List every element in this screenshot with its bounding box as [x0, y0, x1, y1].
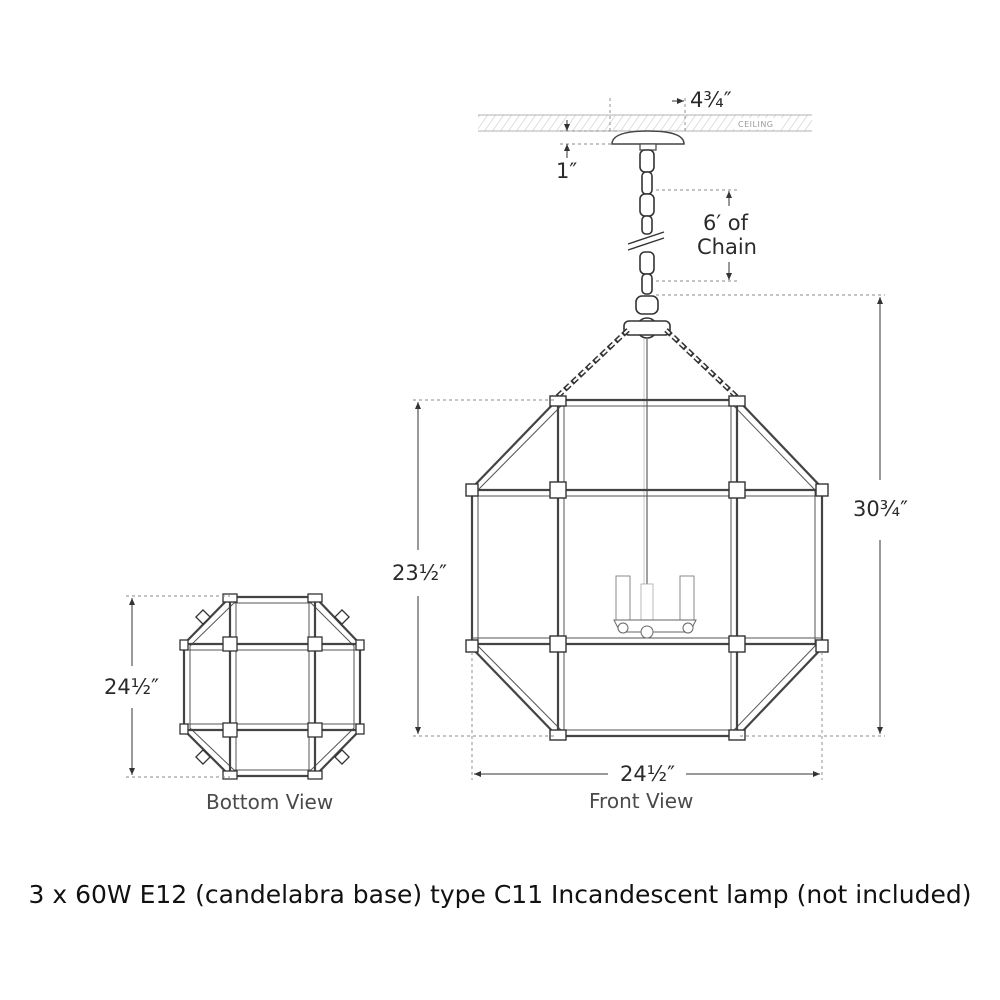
- body-height-label: 23½″: [392, 561, 447, 585]
- chain-length-label-line2: Chain: [697, 235, 757, 259]
- chain: [627, 149, 665, 295]
- canopy: [611, 130, 685, 145]
- front-view-lantern: [465, 295, 829, 741]
- canopy-width-dimension: 4¾″: [609, 88, 732, 131]
- body-height-dimension: 23½″: [392, 399, 556, 737]
- body-width-label: 24½″: [620, 762, 675, 786]
- chain-length-label-line1: 6′ of: [703, 211, 749, 235]
- overall-height-dimension: 30¾″: [656, 294, 908, 737]
- canopy-height-label: 1″: [556, 159, 577, 183]
- bottom-view-dimension: 24½″: [104, 595, 230, 778]
- ceiling: CEILING: [478, 114, 812, 132]
- chain-length-dimension: 6′ of Chain: [656, 189, 757, 282]
- canopy-width-label: 4¾″: [690, 88, 732, 112]
- body-width-dimension: 24½″: [471, 652, 823, 786]
- bottom-view-size-label: 24½″: [104, 675, 159, 699]
- canopy-height-dimension: 1″: [556, 120, 620, 183]
- ceiling-label: CEILING: [738, 120, 774, 129]
- candelabra-cluster: [613, 575, 697, 639]
- bottom-view-lantern: [179, 593, 365, 780]
- front-view-label: Front View: [589, 789, 693, 813]
- overall-height-label: 30¾″: [853, 497, 908, 521]
- lamp-spec-caption: 3 x 60W E12 (candelabra base) type C11 I…: [28, 880, 972, 909]
- bottom-view-label: Bottom View: [206, 790, 333, 814]
